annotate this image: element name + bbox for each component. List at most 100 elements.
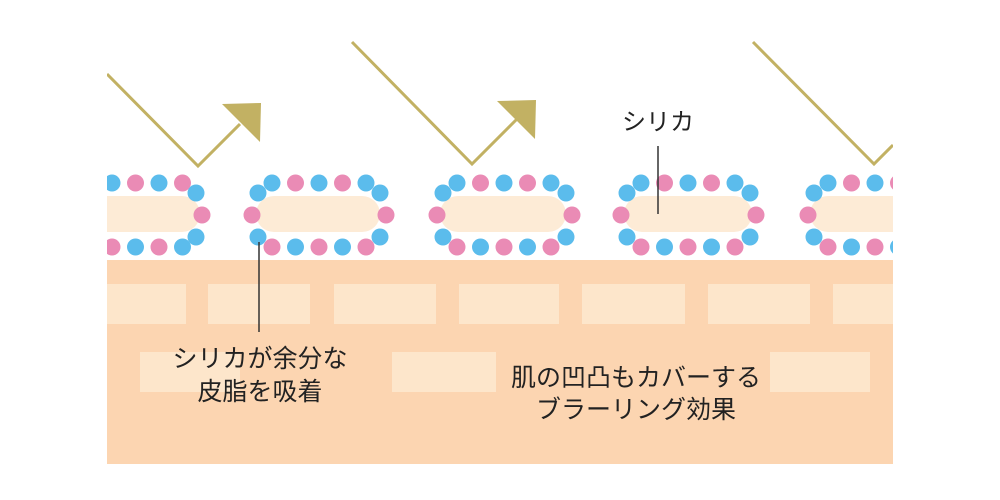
sebum-pool [107,196,200,232]
silica-particle-icon [632,174,650,192]
silica-particle-icon [357,238,375,256]
silica-particle-icon [174,174,191,192]
skin-cell [833,284,893,324]
silica-particle-icon [263,238,281,256]
skin-cell [770,352,870,392]
silica-particle-icon [310,238,328,256]
silica-particle-icon [632,238,650,256]
silica-particle-icon [799,206,817,224]
sebum-pools [107,196,893,232]
silica-particle-icon [107,238,121,256]
silica-particle-icon [557,228,575,246]
silica-particle-icon [434,184,452,202]
silica-particle-icon [904,185,921,202]
silica-particle-icon [472,174,489,192]
silica-particle-icon [377,206,395,224]
silica-particle-icon [434,228,452,246]
silica-particle-icon [890,176,893,190]
light-reflection-arrow-icon [107,72,261,169]
silica-particle-icon [866,174,884,192]
skin-cell [140,352,240,392]
silica-particles [84,174,927,256]
absorb-label-line1: シリカが余分な [172,344,347,373]
silica-particle-icon [90,185,107,202]
silica-particle-icon [679,174,697,192]
silica-particle-icon [472,238,489,256]
silica-particle-icon [193,206,211,224]
silica-particle-icon [428,206,446,224]
light-reflection-arrows [107,40,893,169]
silica-particle-icon [612,206,630,224]
silica-particle-icon [563,206,581,224]
skin-cell [708,284,810,324]
silica-particle-icon [866,238,884,256]
silica-particle-icon [741,184,759,202]
silica-particle-icon [287,174,304,192]
silica-particle-icon [107,174,121,192]
silica-particle-icon [127,174,144,192]
silica-particle-icon [334,174,351,192]
silica-particle-icon [448,238,466,256]
silica-particle-icon [187,228,205,246]
silica-particle-icon [703,174,720,192]
silica-particle-icon [90,229,107,246]
silica-particle-icon [805,184,823,202]
silica-particle-icon [726,174,744,192]
silica-particle-icon [287,238,304,256]
silica-particle-icon [656,238,673,256]
silica-particle-icon [187,184,205,202]
silica-particle-icon [448,174,466,192]
silica-particle-icon [656,174,673,192]
sebum-pool [440,196,566,232]
silica-particle-icon [726,238,744,256]
silica-particle-icon [150,174,168,192]
silica-particle-icon [843,238,860,256]
silica-particle-icon [495,238,513,256]
silica-particle-icon [249,184,267,202]
silica-particle-icon [618,184,636,202]
silica-particle-icon [679,238,697,256]
sebum-pool [256,196,380,232]
blur-label-line2: ブラーリング効果 [536,395,736,424]
silica-particle-icon [703,238,720,256]
silica-particle-icon [249,228,267,246]
silica-particle-icon [843,174,860,192]
sebum-pool [810,196,893,232]
silica-particle-icon [542,174,560,192]
silica-particle-icon [371,228,389,246]
blur-label-line1: 肌の凹凸もカバーする [511,363,761,392]
silica-particle-icon [174,238,191,256]
silica-particle-icon [519,174,536,192]
silica-particle-icon [904,229,921,246]
silica-particle-icon [519,238,536,256]
silica-particle-icon [495,174,513,192]
silica-particle-icon [371,184,389,202]
silica-particle-icon [243,206,261,224]
silica-particle-icon [127,238,144,256]
silica-particle-icon [910,207,927,224]
light-reflection-arrow-icon [751,40,893,167]
silica-particle-icon [357,174,375,192]
silica-particle-icon [819,174,837,192]
silica-particle-icon [150,238,168,256]
silica-particle-icon [542,238,560,256]
silica-particle-icon [310,174,328,192]
silica-particle-icon [741,228,759,246]
skin-cell [459,284,559,324]
skin-cell [582,284,685,324]
skin-cells [107,284,893,392]
silica-particle-icon [334,238,351,256]
absorb-label-line2: 皮脂を吸着 [197,377,322,406]
silica-particle-icon [890,240,893,254]
silica-particle-icon [84,207,101,224]
skin-cell [392,352,496,392]
silica-label: シリカ [622,108,694,136]
silica-particle-icon [747,206,765,224]
skin-cell [334,284,436,324]
silica-particle-icon [805,228,823,246]
silica-particle-icon [557,184,575,202]
silica-particle-icon [263,174,281,192]
skin-cell [107,284,186,324]
sebum-pool [624,196,752,232]
